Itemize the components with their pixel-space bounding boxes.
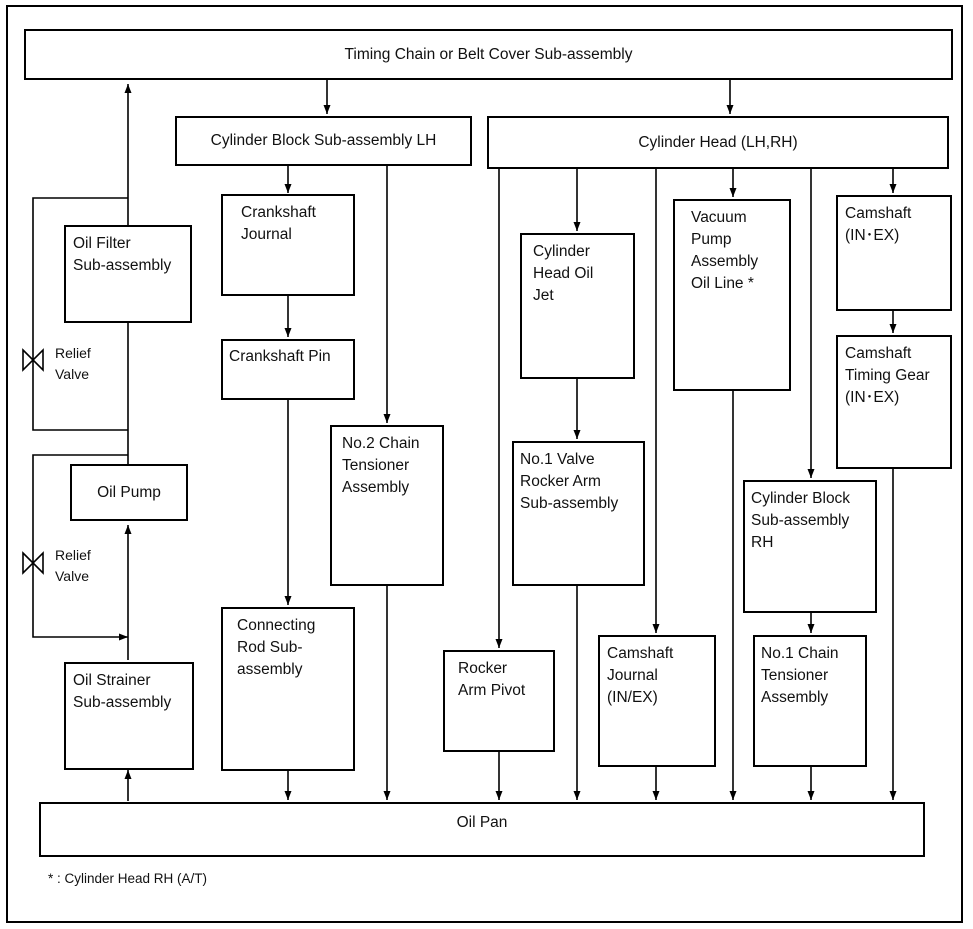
crankshaft-journal-box: Crankshaft Journal [221,194,355,296]
relief-valve-upper-icon [22,348,44,372]
no2-chain-tensioner-box: No.2 Chain Tensioner Assembly [330,425,444,586]
vacuum-pump-oil-line-box: Vacuum Pump Assembly Oil Line * [673,199,791,391]
connecting-rod-box: Connecting Rod Sub- assembly [221,607,355,771]
bypass-lower [32,454,128,641]
oil-strainer-box: Oil Strainer Sub-assembly [64,662,194,770]
oil-pump-box: Oil Pump [70,464,188,521]
rocker-arm-pivot-box: Rocker Arm Pivot [443,650,555,752]
no1-valve-rocker-arm-box: No.1 Valve Rocker Arm Sub-assembly [512,441,645,586]
cylinder-head-box: Cylinder Head (LH,RH) [487,116,949,169]
bypass-upper [32,197,128,431]
cylinder-head-oil-jet-box: Cylinder Head Oil Jet [520,233,635,379]
no1-chain-tensioner-box: No.1 Chain Tensioner Assembly [753,635,867,767]
camshaft-box: Camshaft (IN･EX) [836,195,952,311]
relief-valve-lower-label: Relief Valve [55,547,91,584]
footnote: * : Cylinder Head RH (A/T) [48,871,208,886]
timing-chain-cover-box: Timing Chain or Belt Cover Sub-assembly [24,29,953,80]
camshaft-timing-gear-box: Camshaft Timing Gear (IN･EX) [836,335,952,469]
camshaft-journal-box: Camshaft Journal (IN/EX) [598,635,716,767]
oil-filter-box: Oil Filter Sub-assembly [64,225,192,323]
crankshaft-pin-box: Crankshaft Pin [221,339,355,400]
cylinder-block-rh-box: Cylinder Block Sub-assembly RH [743,480,877,613]
cylinder-block-lh-box: Cylinder Block Sub-assembly LH [175,116,472,166]
relief-valve-upper-label: Relief Valve [55,345,91,382]
oil-pan-box: Oil Pan [39,802,925,857]
relief-valve-lower-icon [22,551,44,575]
